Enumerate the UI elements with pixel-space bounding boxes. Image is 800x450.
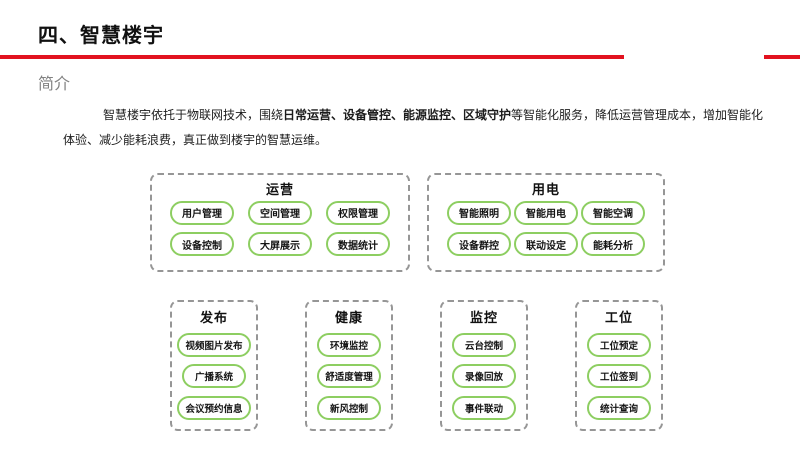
feature-pill: 用户管理: [170, 200, 234, 225]
group-title: 发布: [199, 310, 228, 325]
feature-pill: 智能用电: [514, 200, 578, 225]
feature-pill: 空间管理: [248, 200, 312, 225]
feature-pill: 设备控制: [170, 232, 234, 257]
feature-pill: 联动设定: [514, 232, 578, 257]
pill-row: 设备群控 联动设定 能耗分析: [447, 229, 645, 261]
group-health: 健康 环境监控 舒适度管理 新风控制: [305, 300, 393, 431]
pill-row: 用户管理 空间管理 权限管理: [170, 197, 390, 229]
feature-pill: 数据统计: [326, 232, 390, 257]
group-title: 运营: [265, 182, 294, 197]
group-monitor: 监控 云台控制 录像回放 事件联动: [440, 300, 528, 431]
group-title: 用电: [531, 182, 560, 197]
feature-pill: 统计查询: [587, 395, 651, 420]
feature-pill: 权限管理: [326, 200, 390, 225]
group-title: 健康: [334, 310, 363, 325]
feature-pill: 舒适度管理: [317, 364, 381, 389]
feature-pill: 事件联动: [452, 395, 516, 420]
feature-pill: 会议预约信息: [177, 395, 251, 420]
group-operations: 运营 用户管理 空间管理 权限管理 设备控制 大屏展示 数据统计: [150, 173, 410, 272]
feature-pill: 智能照明: [447, 200, 511, 225]
group-publish: 发布 视频图片发布 广播系统 会议预约信息: [170, 300, 258, 431]
feature-pill: 能耗分析: [581, 232, 645, 257]
feature-pill: 设备群控: [447, 232, 511, 257]
group-title: 工位: [604, 310, 633, 325]
accent-rule-main: [0, 55, 624, 59]
feature-pill: 工位签到: [587, 364, 651, 389]
intro-text-lead: 智慧楼宇依托于物联网技术，围绕: [103, 108, 284, 122]
feature-pill: 广播系统: [182, 364, 246, 389]
feature-pill: 大屏展示: [248, 232, 312, 257]
section-heading: 简介: [38, 76, 71, 93]
intro-text-tail: 等智能化服务，降低运营管理成本，增加智能化体验、减少能耗浪费，真正做到楼宇的智慧…: [63, 108, 764, 147]
group-title: 监控: [469, 310, 498, 325]
feature-pill: 智能空调: [581, 200, 645, 225]
pill-row: 智能照明 智能用电 智能空调: [447, 197, 645, 229]
feature-pill: 录像回放: [452, 364, 516, 389]
accent-rule-right: [764, 55, 800, 59]
group-power: 用电 智能照明 智能用电 智能空调 设备群控 联动设定 能耗分析: [427, 173, 665, 272]
group-workstation: 工位 工位预定 工位签到 统计查询: [575, 300, 663, 431]
intro-text-emphasis: 日常运营、设备管控、能源监控、区域守护: [283, 108, 512, 122]
feature-pill: 工位预定: [587, 332, 651, 357]
feature-pill: 视频图片发布: [177, 332, 251, 357]
pill-row: 设备控制 大屏展示 数据统计: [170, 229, 390, 261]
feature-pill: 环境监控: [317, 332, 381, 357]
feature-pill: 云台控制: [452, 332, 516, 357]
intro-paragraph: 智慧楼宇依托于物联网技术，围绕日常运营、设备管控、能源监控、区域守护等智能化服务…: [63, 103, 765, 153]
page-title: 四、智慧楼宇: [38, 25, 164, 47]
feature-pill: 新风控制: [317, 395, 381, 420]
